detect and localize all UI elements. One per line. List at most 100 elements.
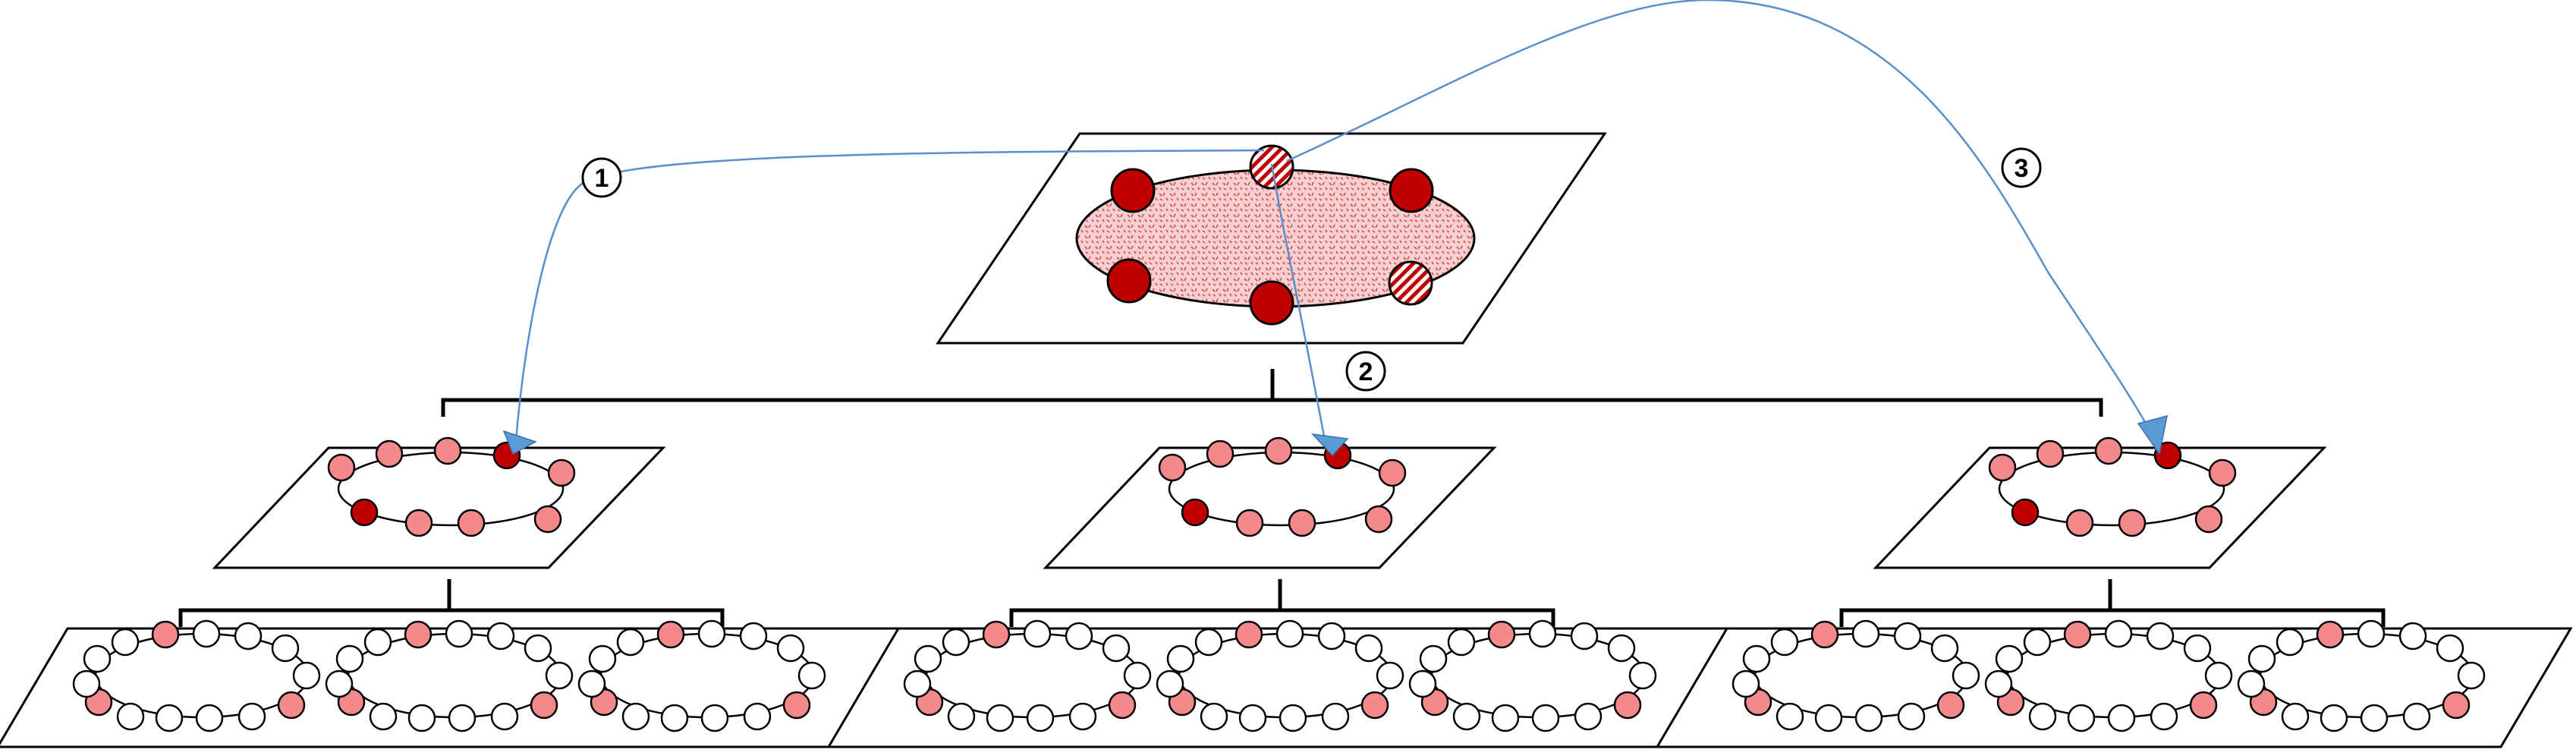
- bottom-node-white: [2183, 634, 2212, 663]
- bottom-node-pink: [1810, 620, 1839, 649]
- step-label-2-circle: [1345, 351, 1386, 392]
- bottom-node-white: [490, 702, 519, 731]
- middle-node-pink: [404, 509, 433, 537]
- bottom-node-white: [2237, 669, 2266, 698]
- bottom-node-white: [1628, 661, 1657, 690]
- bottom-node-white: [1408, 669, 1437, 698]
- bottom-node-pink: [1108, 691, 1137, 720]
- bottom-node-white: [1854, 704, 1883, 732]
- middle-node-pink: [1378, 458, 1407, 487]
- bottom-node-white: [2247, 644, 2276, 673]
- bottom-ring-2: [325, 619, 574, 732]
- bottom-node-white: [1123, 661, 1152, 690]
- bottom-node-white: [1930, 634, 1959, 663]
- bottom-node-white: [1317, 622, 1346, 650]
- bottom-node-white: [2402, 702, 2431, 731]
- bottom-node-pink: [1936, 691, 1965, 720]
- bottom-node-white: [2436, 634, 2464, 663]
- top-node-hatched: [1388, 260, 1433, 306]
- bottom-node-pink: [782, 691, 811, 720]
- middle-node-dark: [1181, 498, 1209, 527]
- top-node-dark: [1389, 168, 1434, 213]
- bottom-node-white: [545, 661, 574, 690]
- bottom-node-white: [1447, 628, 1476, 657]
- bottom-node-white: [1814, 704, 1843, 732]
- middle-node-pink: [1235, 509, 1264, 537]
- bottom-node-white: [1528, 619, 1557, 648]
- middle-node-dark: [350, 498, 379, 527]
- bottom-ring-1: [1731, 619, 1980, 732]
- bottom-node-white: [1893, 622, 1922, 650]
- bottom-node-white: [407, 704, 436, 732]
- hierarchy-brackets: [178, 369, 2386, 627]
- top-plane: [936, 132, 1607, 345]
- bottom-node-white: [797, 661, 826, 690]
- middle-plane-2: [1043, 436, 1497, 569]
- bottom-node-pink: [1613, 691, 1642, 720]
- middle-node-pink: [2194, 505, 2223, 534]
- bottom-ring-1: [903, 619, 1152, 732]
- middle-node-dark: [2011, 498, 2040, 527]
- bottom-node-white: [942, 628, 970, 657]
- bottom-node-white: [369, 702, 398, 731]
- bottom-ring-2: [1156, 619, 1404, 732]
- bottom-node-white: [155, 704, 184, 732]
- middle-node-pink: [457, 509, 486, 537]
- bottom-node-white: [1279, 704, 1307, 732]
- bottom-node-white: [2067, 704, 2096, 732]
- bottom-node-white: [195, 704, 224, 732]
- arrowhead-step1: [502, 430, 537, 455]
- bottom-node-white: [83, 644, 112, 673]
- arrow-step2: [1270, 163, 1326, 441]
- middle-node-pink: [2094, 436, 2123, 465]
- arrow-step3: [1286, 0, 2156, 441]
- bottom-node-white: [986, 704, 1014, 732]
- bottom-plane-2: [826, 619, 1744, 748]
- bottom-node-white: [1194, 628, 1223, 657]
- bottom-node-white: [739, 622, 768, 650]
- bottom-node-white: [445, 619, 473, 648]
- top-bracket: [441, 369, 2103, 417]
- mid-bracket-1: [178, 579, 725, 627]
- middle-node-pink: [1158, 453, 1187, 482]
- bottom-node-pink: [404, 620, 432, 649]
- step-label-3-text: 3: [2015, 154, 2029, 183]
- arrowhead-step3: [2137, 414, 2168, 455]
- bottom-node-pink: [2316, 620, 2345, 649]
- middle-node-pink: [1288, 509, 1316, 537]
- middle-node-pink: [2065, 509, 2094, 537]
- bottom-ring-3: [1408, 619, 1657, 732]
- middle-level: [212, 436, 2327, 569]
- bottom-node-white: [1275, 619, 1304, 648]
- bottom-node-white: [1238, 704, 1267, 732]
- bottom-node-white: [192, 619, 221, 648]
- bottom-node-white: [2150, 702, 2178, 731]
- bottom-node-pink: [2442, 691, 2471, 720]
- step-label-1-circle: [581, 157, 622, 198]
- middle-node-pink: [1988, 453, 2017, 482]
- bottom-node-white: [1166, 644, 1195, 673]
- bottom-node-white: [524, 634, 552, 663]
- step-label-1: 1: [581, 157, 622, 198]
- bottom-node-white: [1321, 702, 1350, 731]
- bottom-node-pink: [1487, 620, 1516, 649]
- bottom-node-pink: [2063, 620, 2092, 649]
- bottom-node-pink: [1235, 620, 1263, 649]
- bottom-node-white: [1200, 702, 1228, 731]
- bottom-node-white: [2028, 702, 2057, 731]
- bottom-node-white: [697, 619, 726, 648]
- bottom-node-white: [2320, 704, 2348, 732]
- bottom-node-white: [116, 702, 145, 731]
- bottom-node-white: [363, 628, 392, 657]
- bottom-node-white: [448, 704, 477, 732]
- bottom-node-white: [2360, 704, 2389, 732]
- bottom-node-white: [1419, 644, 1448, 673]
- bottom-node-white: [1065, 622, 1093, 650]
- bottom-plane-1: [0, 619, 914, 748]
- bottom-node-pink: [2189, 691, 2218, 720]
- bottom-node-white: [1897, 702, 1926, 731]
- bottom-node-white: [1376, 661, 1404, 690]
- middle-node-pink: [1206, 439, 1235, 468]
- bottom-node-white: [1156, 669, 1184, 698]
